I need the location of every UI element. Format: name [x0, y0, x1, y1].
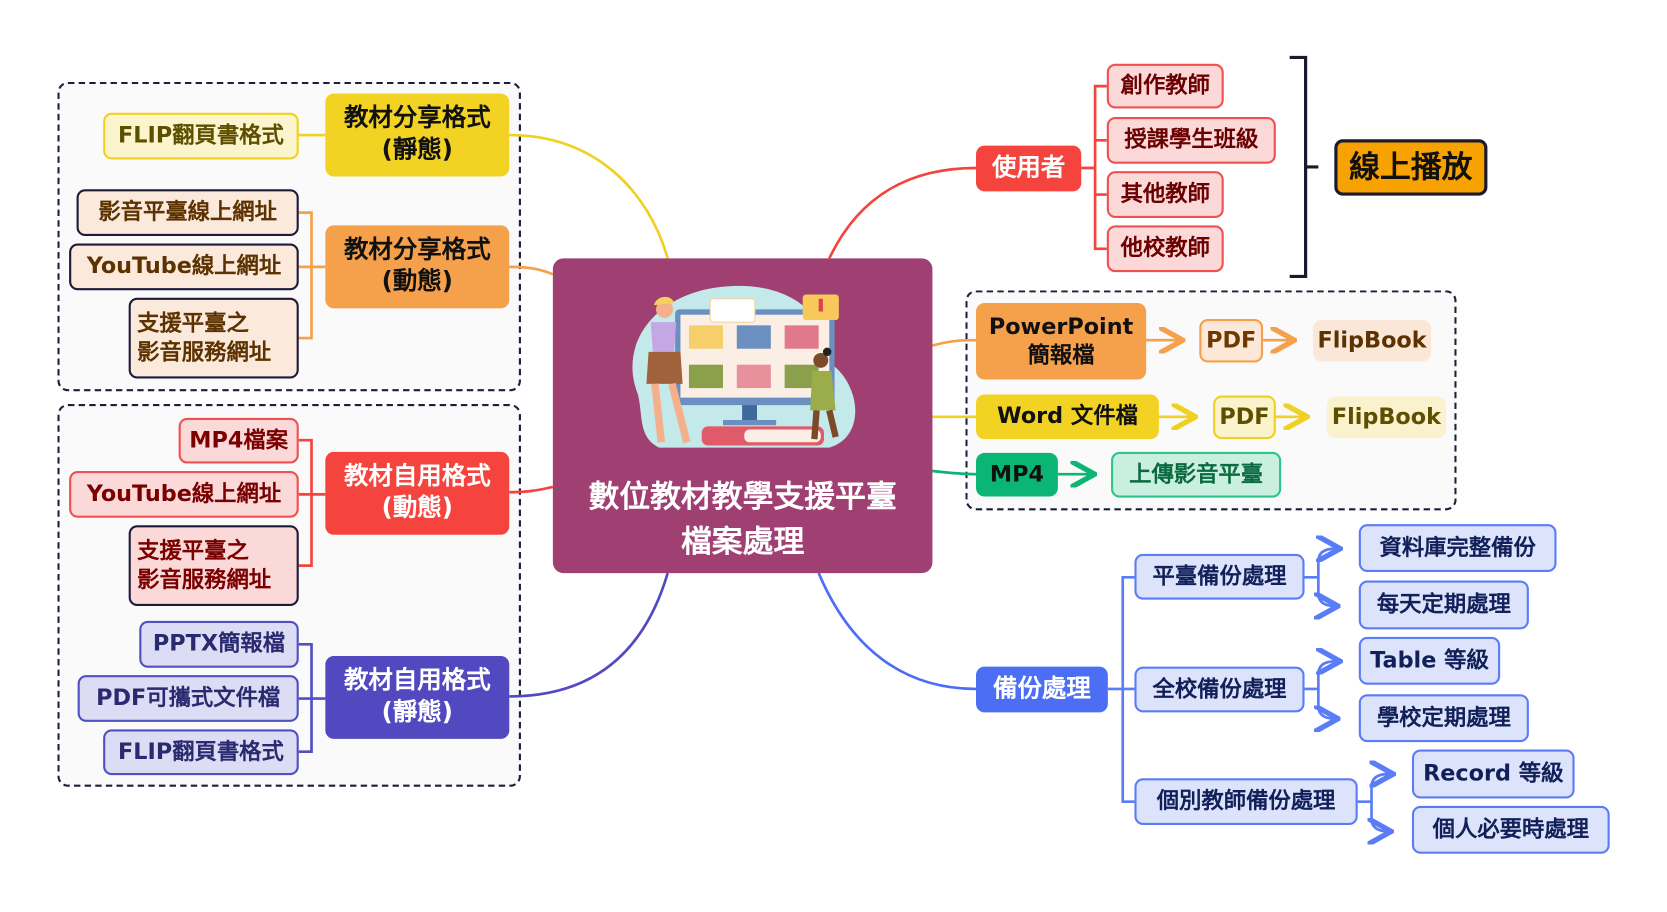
- ppt-pdf-node[interactable]: PDF: [1199, 318, 1264, 363]
- other-teacher-node[interactable]: 其他教師: [1106, 171, 1224, 218]
- node-label: PDF: [1206, 327, 1257, 353]
- node-label: (靜態): [381, 136, 453, 164]
- teacher-backup-node[interactable]: 個別教師備份處理: [1134, 778, 1358, 826]
- backup-node[interactable]: 備份處理: [976, 666, 1108, 713]
- video-platform-url-node[interactable]: 影音平臺線上網址: [76, 189, 299, 237]
- pdf-node[interactable]: PDF可攜式文件檔: [77, 675, 299, 722]
- node-label: FlipBook: [1331, 403, 1441, 430]
- connector-mp4: [932, 469, 977, 476]
- node-label: 影音平臺線上網址: [98, 199, 277, 225]
- connector-ppt: [932, 338, 977, 347]
- self-dynamic-node[interactable]: 教材自用格式 (動態): [325, 451, 510, 535]
- node-label: Word 文件檔: [996, 403, 1138, 429]
- node-label: 平臺備份處理: [1152, 563, 1287, 589]
- school-backup-node[interactable]: 全校備份處理: [1134, 666, 1305, 713]
- node-label: FLIP翻頁書格式: [118, 738, 284, 765]
- pptx-node[interactable]: PPTX簡報檔: [139, 620, 299, 668]
- node-label: FlipBook: [1317, 327, 1427, 353]
- daily-scheduled-node[interactable]: 每天定期處理: [1358, 580, 1529, 630]
- node-label: FLIP翻頁書格式: [118, 122, 284, 149]
- node-label: (動態): [381, 267, 453, 296]
- node-label: 個人必要時處理: [1432, 816, 1589, 842]
- node-label: 教材自用格式: [343, 462, 491, 491]
- share-dynamic-node[interactable]: 教材分享格式 (動態): [325, 225, 510, 309]
- node-label: MP4檔案: [189, 427, 289, 453]
- ppt-flipbook-node[interactable]: FlipBook: [1313, 320, 1432, 362]
- right-square-bracket: [1289, 55, 1319, 279]
- node-label: PPTX簡報檔: [152, 630, 286, 657]
- word-flipbook-node[interactable]: FlipBook: [1326, 396, 1446, 439]
- title-line: 檔案處理: [680, 523, 805, 560]
- connector-share-static: [509, 133, 669, 259]
- node-label: MP4: [989, 461, 1045, 487]
- node-label: 授課學生班級: [1124, 126, 1259, 153]
- node-label: 教材自用格式: [343, 666, 491, 695]
- connector-self-dynamic: [509, 485, 554, 494]
- node-label: 支援平臺之: [137, 537, 249, 564]
- connector-backup: [817, 572, 977, 691]
- creator-teacher-node[interactable]: 創作教師: [1106, 63, 1224, 109]
- supported-video-service-url-node[interactable]: 支援平臺之影音服務網址: [128, 297, 299, 379]
- node-label: Record 等級: [1423, 760, 1564, 787]
- online-playback-node[interactable]: 線上播放: [1334, 139, 1488, 196]
- word-node[interactable]: Word 文件檔: [976, 394, 1159, 440]
- node-label: PDF可攜式文件檔: [96, 685, 281, 711]
- node-label: 每天定期處理: [1376, 591, 1511, 618]
- node-label: 其他教師: [1120, 181, 1210, 207]
- node-label: 教材分享格式: [343, 236, 491, 264]
- node-label: 備份處理: [993, 674, 1091, 703]
- node-label: PDF: [1219, 403, 1270, 430]
- node-label: (靜態): [381, 698, 453, 727]
- node-label: PowerPoint: [988, 313, 1134, 339]
- node-label: 資料庫完整備份: [1379, 534, 1536, 561]
- self-static-node[interactable]: 教材自用格式 (靜態): [325, 655, 510, 739]
- record-level-node[interactable]: Record 等級: [1411, 749, 1575, 799]
- upload-video-platform-node[interactable]: 上傳影音平臺: [1111, 451, 1282, 498]
- connector-self-static: [509, 572, 669, 698]
- node-label: 簡報檔: [1027, 342, 1095, 368]
- node-label: 學校定期處理: [1376, 704, 1511, 731]
- users-node[interactable]: 使用者: [976, 145, 1082, 192]
- node-label: 線上播放: [1349, 148, 1473, 185]
- connector-users: [828, 166, 977, 259]
- table-level-node[interactable]: Table 等級: [1358, 636, 1501, 685]
- youtube-url-node[interactable]: YouTube線上網址: [69, 470, 299, 518]
- supported-video-service-url-node[interactable]: 支援平臺之影音服務網址: [128, 525, 299, 607]
- share-static-node[interactable]: 教材分享格式 (靜態): [325, 93, 510, 177]
- node-label: 個別教師備份處理: [1156, 788, 1336, 814]
- student-class-node[interactable]: 授課學生班級: [1106, 116, 1276, 164]
- word-pdf-node[interactable]: PDF: [1213, 395, 1276, 440]
- personal-on-demand-node[interactable]: 個人必要時處理: [1411, 805, 1610, 854]
- flip-book-format-node[interactable]: FLIP翻頁書格式: [103, 729, 299, 776]
- other-school-teacher-node[interactable]: 他校教師: [1106, 225, 1224, 273]
- mp4-file-node[interactable]: MP4檔案: [178, 417, 299, 464]
- node-label: 影音服務網址: [137, 339, 272, 365]
- central-topic-title: 數位教材教學支援平臺 檔案處理: [553, 474, 933, 563]
- title-line: 數位教材教學支援平臺: [588, 478, 897, 515]
- central-topic[interactable]: 數位教材教學支援平臺 檔案處理: [552, 258, 933, 574]
- node-label: 影音服務網址: [137, 566, 272, 593]
- mp4-node[interactable]: MP4: [976, 452, 1058, 497]
- node-label: YouTube線上網址: [86, 253, 282, 279]
- node-label: 上傳影音平臺: [1129, 461, 1264, 487]
- teacher-student-illustration: [632, 285, 856, 448]
- node-label: 教材分享格式: [343, 104, 491, 132]
- node-label: Table 等級: [1370, 647, 1489, 673]
- full-database-backup-node[interactable]: 資料庫完整備份: [1358, 524, 1557, 573]
- powerpoint-node[interactable]: PowerPoint 簡報檔: [976, 303, 1147, 380]
- node-label: 支援平臺之: [137, 310, 249, 336]
- school-scheduled-node[interactable]: 學校定期處理: [1358, 694, 1529, 743]
- node-label: 全校備份處理: [1152, 676, 1287, 702]
- youtube-url-node[interactable]: YouTube線上網址: [69, 243, 299, 291]
- flip-book-format-node[interactable]: FLIP翻頁書格式: [103, 112, 299, 160]
- connector-share-dynamic: [509, 265, 554, 276]
- node-label: YouTube線上網址: [86, 480, 282, 507]
- node-label: 他校教師: [1120, 235, 1210, 261]
- platform-backup-node[interactable]: 平臺備份處理: [1134, 553, 1305, 600]
- node-label: 使用者: [991, 153, 1066, 182]
- node-label: (動態): [381, 494, 453, 523]
- node-label: 創作教師: [1120, 72, 1210, 99]
